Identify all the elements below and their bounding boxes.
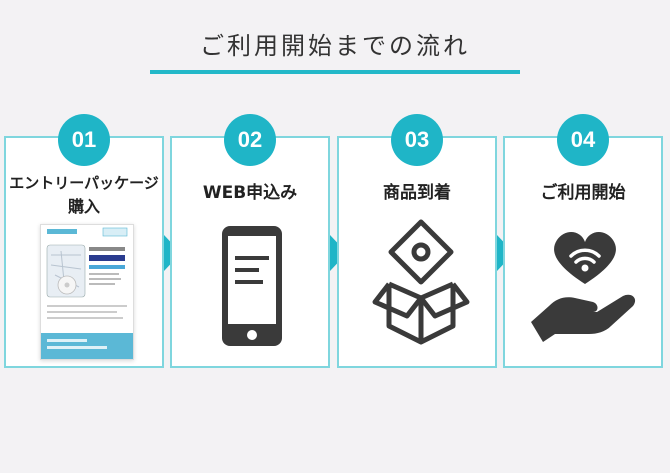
step-badge-4: 04 <box>557 114 609 166</box>
step-card-1: エントリーパッケージ 購入 <box>4 136 164 368</box>
step-card-4: ご利用開始 <box>503 136 663 368</box>
delivery-box-icon <box>369 218 473 352</box>
step-badge-2: 02 <box>224 114 276 166</box>
step-card-3: 商品到着 <box>337 136 497 368</box>
step-label-1-line1: エントリーパッケージ <box>9 174 159 192</box>
smartphone-icon <box>220 224 284 352</box>
package-icon <box>40 224 134 360</box>
step-label-1-line2: 購入 <box>67 197 100 216</box>
step-badge-1: 01 <box>58 114 110 166</box>
step-label-3: 商品到着 <box>383 183 451 203</box>
page-title: ご利用開始までの流れ <box>200 32 470 60</box>
step-label-2: WEB申込み <box>202 183 298 203</box>
step-card-2: WEB申込み <box>170 136 330 368</box>
step-label-1: エントリーパッケージ 購入 <box>6 172 162 217</box>
heart-wifi-hand-icon <box>527 222 643 346</box>
title-underline <box>150 70 520 74</box>
step-label-4: ご利用開始 <box>540 183 626 203</box>
step-badge-3: 03 <box>391 114 443 166</box>
